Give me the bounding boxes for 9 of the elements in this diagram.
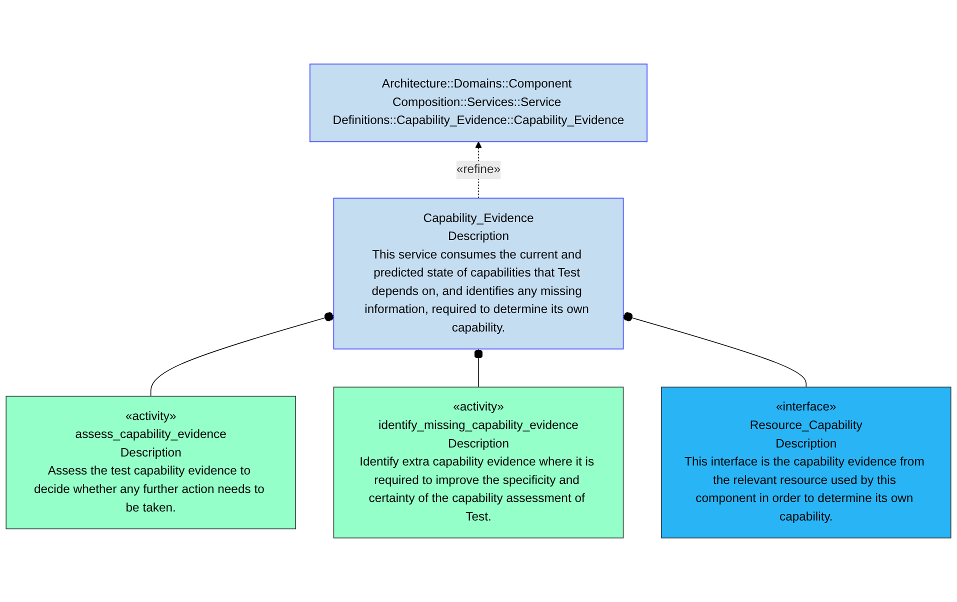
node-box: «interface» Resource_Capability Description This interface is the capability evidence from the relevant resource used by this component in order to determine its own capability. (660, 386, 952, 538)
connector (622, 312, 807, 388)
edge-label: «refine» (456, 163, 501, 176)
node-box: Capability_Evidence Description This service consumes the current and predicted state of capabilities that Test depends on, and identifies any missing information, required to determine its own capability. (333, 198, 624, 350)
node-box: «activity» identify_missing_capability_evidence Description Identify extra capability evidence where it is required to improve the specificity and certainty of the capability assessment of Test. (333, 386, 624, 538)
node-box: Architecture::Domains::Component Composition::Services::Service Definitions::Capability_Evidence::Capability_Evidence (310, 64, 648, 142)
node-box: «activity» assess_capability_evidence Description Assess the test capability evidence to decide whether any further action needs to be taken. (6, 396, 296, 530)
connector (474, 348, 484, 388)
connector (150, 312, 334, 397)
